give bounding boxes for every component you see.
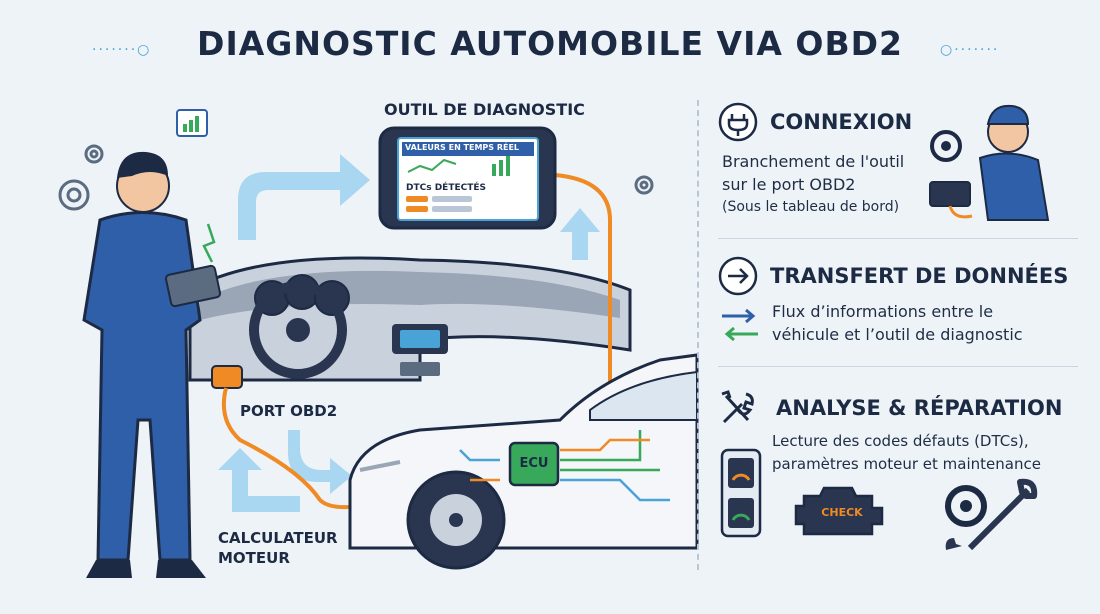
ecu-circuit <box>459 430 670 502</box>
flow-arrow-down-right <box>288 430 352 494</box>
wrench-screwdriver-icon <box>721 390 754 424</box>
panel-separator <box>718 366 1078 367</box>
gear-wrench-icon <box>945 478 1038 551</box>
flow-arrow-up-left <box>218 448 300 512</box>
diagnostic-tool <box>378 126 557 230</box>
gear-icon <box>58 179 90 211</box>
connexion-line1: Branchement de l'outil <box>722 152 905 171</box>
title-decoration-left: ·······○ <box>92 42 152 58</box>
screen-dtc-label: DTCs DÉTECTÉS <box>406 183 486 193</box>
obd2-port <box>211 365 243 389</box>
transfert-line2: véhicule et l’outil de diagnostic <box>772 325 1023 344</box>
flow-arrow-up-right <box>238 154 370 240</box>
transfert-heading: TRANSFERT DE DONNÉES <box>770 264 1069 288</box>
panel-divider <box>697 100 701 570</box>
analyse-heading: ANALYSE & RÉPARATION <box>776 396 1063 420</box>
check-engine-icon <box>794 486 884 536</box>
gear-icon <box>634 175 654 195</box>
transfert-line1: Flux d’informations entre le <box>772 302 994 321</box>
analyse-line1: Lecture des codes défauts (DTCs), <box>772 432 1029 450</box>
ecu-label-line1: CALCULATEUR <box>218 529 338 547</box>
gauges-icon <box>720 448 762 538</box>
analyse-text: Lecture des codes défauts (DTCs), paramè… <box>772 430 1041 476</box>
ecu-chip-label: ECU <box>519 456 549 471</box>
car-dashboard <box>188 256 632 382</box>
check-engine-label: CHECK <box>821 506 863 519</box>
screen-header: VALEURS EN TEMPS RÉEL <box>405 143 520 152</box>
connexion-heading: CONNEXION <box>770 110 913 134</box>
connexion-text: Branchement de l'outil sur le port OBD2 … <box>722 150 904 219</box>
title-decoration-right: ○······· <box>940 42 1000 58</box>
bar-chart-icon <box>176 109 208 137</box>
connexion-line2: sur le port OBD2 <box>722 175 856 194</box>
mechanic-illustration <box>929 104 1050 221</box>
port-label: PORT OBD2 <box>240 402 338 420</box>
analyse-line2: paramètres moteur et maintenance <box>772 455 1041 473</box>
ecu-label-line2: MOTEUR <box>218 549 290 567</box>
tool-label: OUTIL DE DIAGNOSTIC <box>384 100 585 119</box>
tool-cable <box>554 173 612 390</box>
flow-arrow-up <box>560 208 600 260</box>
panel-separator <box>718 238 1078 239</box>
arrow-right-icon <box>718 256 758 296</box>
gear-icon <box>84 144 104 164</box>
technician-figure <box>82 151 222 578</box>
transfert-text: Flux d’informations entre le véhicule et… <box>772 300 1023 346</box>
bidirectional-arrows-icon <box>722 308 758 342</box>
obd2-cable <box>221 387 361 510</box>
ecu-chip <box>508 441 560 487</box>
ecu-label: CALCULATEUR MOTEUR <box>218 528 338 568</box>
plug-icon <box>718 102 758 142</box>
page-title: DIAGNOSTIC AUTOMOBILE VIA OBD2 <box>197 24 903 63</box>
connexion-line3: (Sous le tableau de bord) <box>722 199 900 215</box>
